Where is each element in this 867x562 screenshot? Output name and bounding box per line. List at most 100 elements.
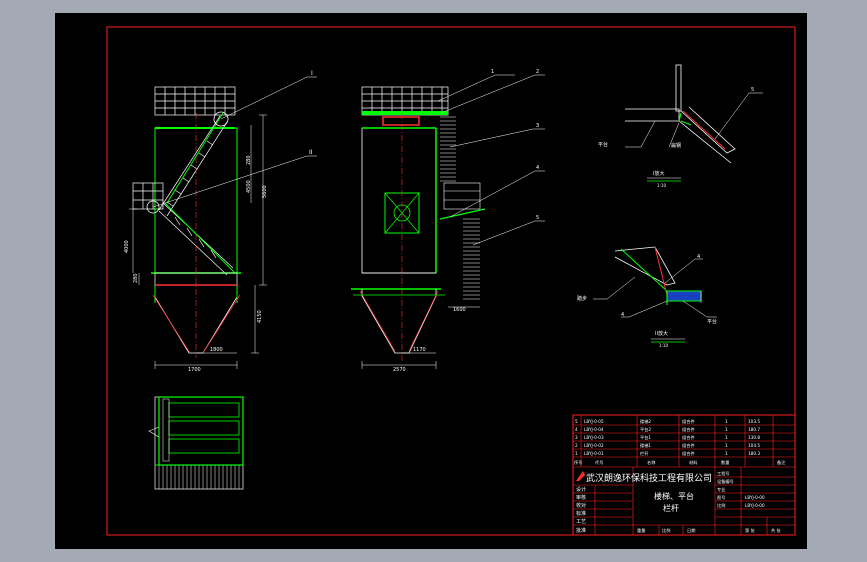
part-no: 5 — [575, 419, 578, 424]
detail-I-title: I放大 — [653, 170, 664, 177]
callout-5: 5 — [536, 215, 539, 221]
part-mat: 组合件 — [682, 442, 695, 449]
detail-I-label: 5 — [751, 87, 754, 93]
part-qty: 1 — [725, 435, 728, 440]
plan-view — [148, 396, 244, 490]
sign-label: 设计 — [576, 486, 586, 493]
part-header: 序号 — [574, 459, 582, 466]
part-code: LBYJ-0-04 — [584, 427, 604, 432]
side-stair-upper — [440, 116, 456, 182]
part-mat: 组合件 — [682, 434, 695, 441]
title-block: 5 LBYJ-0-05 楼梯2 组合件 1 103.5 4 LBYJ-0-04 … — [572, 414, 796, 536]
company-name: 武汉朗逸环保科技工程有限公司 — [586, 472, 712, 484]
part-header: 材料 — [689, 459, 698, 466]
bottom-field: 日期 — [687, 528, 695, 534]
field-label: 共 张 — [771, 527, 782, 534]
dim-label: 1800 — [210, 347, 223, 353]
front-view: 5600 280 4000 4500 280 4150 1800 1700 I … — [124, 70, 317, 373]
field-label: 工程号 — [717, 470, 730, 477]
field-label: 图号 — [717, 495, 725, 501]
detail-I: 平台 5 扁钢 I放大 1:10 — [598, 64, 763, 188]
part-weight: 180.7 — [748, 427, 760, 432]
dim-label: 4150 — [257, 310, 263, 323]
field-label: 第 张 — [745, 527, 756, 534]
company-logo-icon — [576, 471, 585, 481]
sign-label: 标准 — [576, 510, 586, 517]
part-header: 名称 — [647, 459, 655, 466]
side-stair-lower — [463, 218, 480, 300]
dim-label: 280 — [246, 155, 252, 165]
bottom-field: 重量 — [637, 527, 645, 534]
part-qty: 1 — [725, 451, 728, 456]
part-weight: 180.3 — [748, 451, 760, 456]
detail-I-label: 平台 — [598, 141, 608, 148]
part-qty: 1 — [725, 443, 728, 448]
part-weight: 103.5 — [748, 419, 760, 424]
dim-label: 2570 — [393, 367, 406, 373]
part-weight: 104.5 — [748, 443, 760, 448]
part-header: 备注 — [777, 459, 786, 466]
bottom-field: 比例 — [662, 527, 670, 534]
part-name: 楼梯1 — [640, 442, 651, 449]
detail-II-scale: 1:10 — [659, 343, 668, 348]
part-weight: 130.8 — [748, 435, 760, 440]
detail-II-label: 平台 — [707, 318, 717, 325]
side-view: 1600 1170 2570 1 2 3 4 5 — [351, 69, 545, 373]
sign-label: 审核 — [576, 494, 586, 501]
part-name: 楼梯2 — [640, 418, 651, 425]
callout-I: I — [311, 70, 313, 77]
part-name: 栏杆 — [640, 450, 649, 457]
side-top-railing — [361, 86, 449, 116]
detail-I-scale: 1:10 — [657, 183, 666, 188]
dim-label: 4000 — [124, 240, 130, 253]
dim-label: 1170 — [413, 347, 426, 353]
detail-II: 踏步 4 4 平台 II放大 1:10 — [577, 246, 717, 348]
cad-viewport[interactable]: 5600 280 4000 4500 280 4150 1800 1700 I … — [55, 13, 807, 549]
field-label: 设备编号 — [717, 478, 734, 485]
field-value: LBYJ-0-00 — [745, 503, 765, 508]
dim-label: 280 — [133, 273, 139, 283]
drawing-name-line2: 栏杆 — [663, 503, 679, 513]
drawing-frame — [106, 26, 796, 536]
part-code: LBYJ-0-02 — [584, 443, 604, 448]
part-no: 2 — [575, 443, 578, 448]
part-header: 代号 — [595, 459, 603, 466]
part-code: LBYJ-0-01 — [584, 451, 604, 456]
field-label: 专业 — [717, 486, 725, 493]
part-mat: 组合件 — [682, 426, 695, 433]
part-code: LBYJ-0-03 — [584, 435, 604, 440]
dim-label: 1700 — [188, 367, 201, 373]
detail-II-title: II放大 — [655, 330, 668, 337]
part-header: 数量 — [721, 459, 729, 466]
front-dim-labels: 5600 280 4000 4500 280 4150 1800 1700 — [124, 155, 268, 373]
drawing-name-line1: 楼梯、平台 — [654, 491, 694, 501]
sign-label: 工艺 — [576, 519, 586, 525]
dim-label: 5600 — [262, 185, 268, 198]
field-label: 比例 — [717, 502, 725, 509]
detail-II-label: 踏步 — [577, 295, 587, 302]
mid-railing — [132, 182, 164, 210]
callout-3: 3 — [536, 123, 539, 129]
part-mat: 组合件 — [682, 450, 695, 457]
part-no: 4 — [575, 427, 578, 432]
dim-label: 1600 — [453, 307, 466, 313]
cad-drawing: 5600 280 4000 4500 280 4150 1800 1700 I … — [106, 26, 796, 536]
sign-label: 校对 — [576, 502, 586, 509]
part-qty: 1 — [725, 419, 728, 424]
callout-1: 1 — [491, 69, 494, 75]
detail-II-label: 4 — [697, 254, 700, 260]
part-no: 1 — [575, 451, 578, 456]
part-name: 平台2 — [640, 426, 651, 433]
part-no: 3 — [575, 435, 578, 440]
part-name: 平台1 — [640, 434, 651, 441]
detail-II-label: 4 — [621, 312, 624, 318]
part-code: LBYJ-0-05 — [584, 419, 604, 424]
callout-II: II — [309, 149, 313, 156]
front-dims — [129, 114, 267, 369]
detail-I-label: 扁钢 — [671, 142, 681, 149]
callout-4: 4 — [536, 165, 539, 171]
callout-2: 2 — [536, 69, 539, 75]
part-mat: 组合件 — [682, 418, 695, 425]
part-qty: 1 — [725, 427, 728, 432]
sign-label: 批准 — [576, 527, 586, 534]
